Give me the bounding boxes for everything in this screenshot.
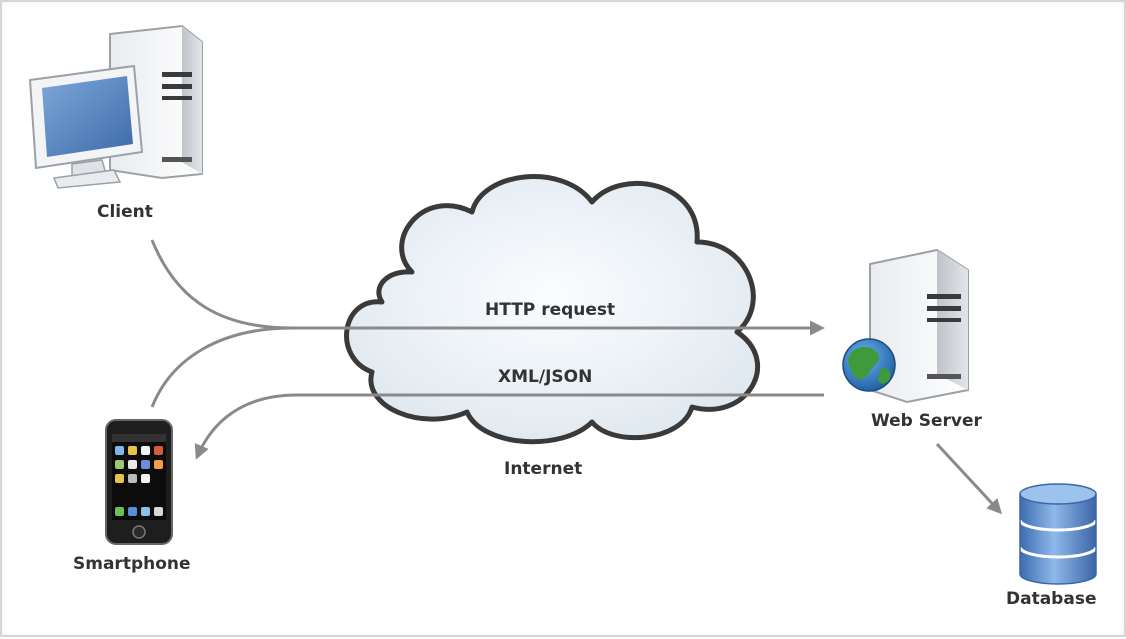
- client-label: Client: [97, 202, 153, 222]
- server-database-arrow: [935, 442, 1003, 515]
- xml-json-arrow: [194, 393, 824, 460]
- smartphone-connector-line: [150, 326, 293, 408]
- client-computer-icon: [28, 24, 203, 189]
- xml-json-label: XML/JSON: [498, 367, 593, 387]
- smartphone-icon: [105, 419, 173, 545]
- http-request-label: HTTP request: [485, 300, 616, 320]
- client-connector-line: [150, 239, 293, 330]
- web-server-label: Web Server: [871, 411, 982, 431]
- internet-label: Internet: [504, 459, 583, 479]
- globe-icon: [842, 338, 896, 392]
- connector-lines: [150, 239, 1003, 515]
- database-label: Database: [1006, 589, 1097, 609]
- database-icon: [1018, 483, 1098, 585]
- smartphone-label: Smartphone: [73, 554, 191, 574]
- internet-cloud-icon: [344, 174, 760, 445]
